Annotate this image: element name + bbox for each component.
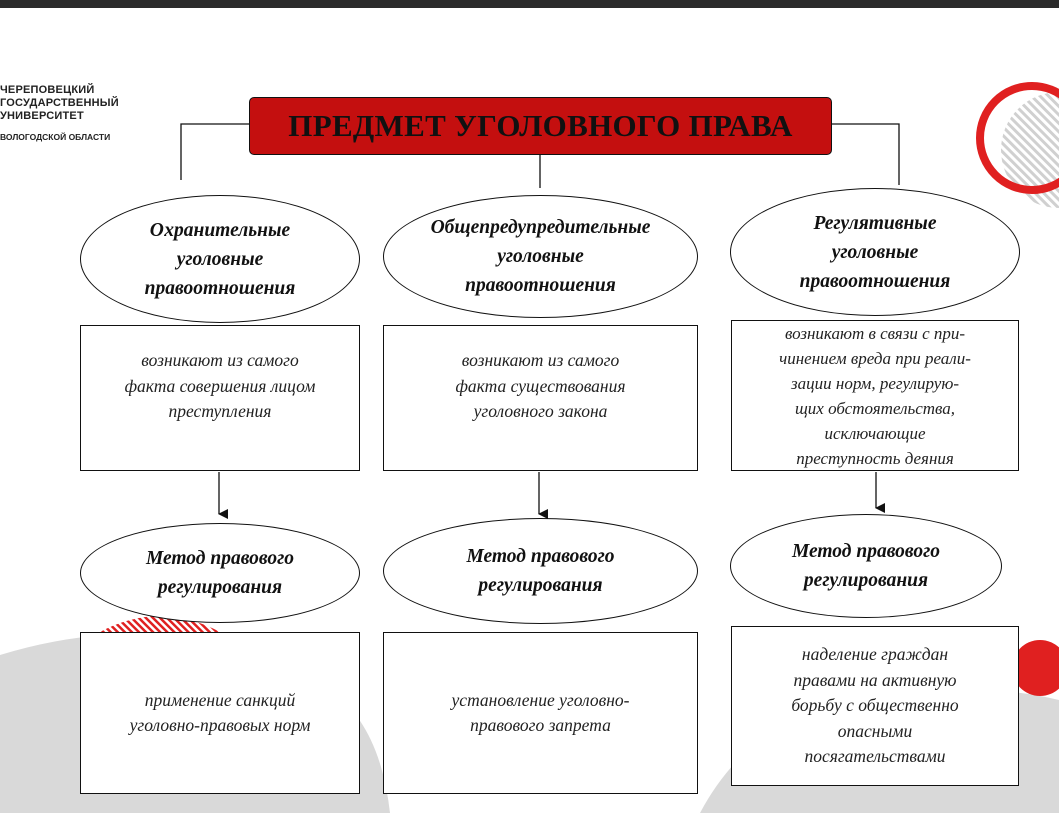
text-line: преступность деяния xyxy=(796,449,954,468)
heading-line: уголовные xyxy=(176,248,264,270)
text-line: опасными xyxy=(837,720,913,741)
connector-left xyxy=(180,123,249,180)
heading-line: Охранительные xyxy=(149,219,291,241)
diagram-title: ПРЕДМЕТ УГОЛОВНОГО ПРАВА xyxy=(249,97,832,155)
method-heading-regulatory: Метод правового регулирования xyxy=(730,514,1002,618)
heading-line: уголовные xyxy=(831,241,919,263)
text-line: чинением вреда при реали- xyxy=(779,349,971,368)
heading-line: правоотношения xyxy=(144,277,296,299)
text-line: исключающие xyxy=(824,424,926,443)
text-line: правами на активную xyxy=(793,669,957,690)
text-line: возникают из самого xyxy=(461,350,620,370)
text-line: применение санкций xyxy=(144,689,296,710)
text-line: щих обстоятельства, xyxy=(794,399,956,418)
logo-line-1: ЧЕРЕПОВЕЦКИЙ xyxy=(0,84,95,96)
top-bar xyxy=(0,0,1059,8)
text-line: посягательствами xyxy=(804,746,946,767)
text-line: уголовно-правовых норм xyxy=(129,715,311,735)
heading-line: Регулятивные xyxy=(813,212,937,234)
text-line: факта совершения лицом xyxy=(124,375,316,396)
heading-line: регулирования xyxy=(478,575,603,596)
method-preventive: установление уголовно- правового запрета xyxy=(383,632,698,794)
method-regulatory: наделение граждан правами на активную бо… xyxy=(731,626,1019,786)
text-line: установление уголовно- xyxy=(451,689,630,710)
heading-line: Метод правового xyxy=(791,541,941,562)
logo-line-3: УНИВЕРСИТЕТ xyxy=(0,110,84,122)
heading-preventive-relations: Общепредупредительные уголовные правоотн… xyxy=(383,195,698,318)
heading-line: регулирования xyxy=(157,577,283,598)
heading-line: уголовные xyxy=(497,246,584,267)
method-heading-preventive: Метод правового регулирования xyxy=(383,518,698,624)
text-line: преступления xyxy=(168,401,272,421)
heading-line: правоотношения xyxy=(465,275,616,296)
text-line: правового запрета xyxy=(470,715,611,735)
logo-line-2: ГОСУДАРСТВЕННЫЙ xyxy=(0,97,119,109)
text-line: наделение граждан xyxy=(801,644,949,665)
heading-line: Метод правового xyxy=(145,548,295,569)
text-line: уголовного закона xyxy=(473,401,608,421)
connector-right xyxy=(832,123,900,185)
heading-protective-relations: Охранительные уголовные правоотношения xyxy=(80,195,360,323)
description-regulatory-relations: возникают в связи с при- чинением вреда … xyxy=(731,320,1019,471)
description-protective-relations: возникают из самого факта совершения лиц… xyxy=(80,325,360,471)
logo-region: ВОЛОГОДСКОЙ ОБЛАСТИ xyxy=(0,132,111,142)
heading-line: правоотношения xyxy=(799,270,951,292)
method-heading-protective: Метод правового регулирования xyxy=(80,523,360,623)
description-preventive-relations: возникают из самого факта существования … xyxy=(383,325,698,471)
text-line: возникают из самого xyxy=(141,350,299,370)
university-logo: ЧЕРЕПОВЕЦКИЙ ГОСУДАРСТВЕННЫЙ УНИВЕРСИТЕТ… xyxy=(0,84,119,142)
heading-line: Метод правового xyxy=(466,546,615,567)
text-line: факта существования xyxy=(455,375,626,396)
text-line: возникают в связи с при- xyxy=(784,324,966,343)
text-line: борьбу с общественно xyxy=(791,695,959,716)
heading-line: Общепредупредительные xyxy=(430,217,651,238)
heading-regulatory-relations: Регулятивные уголовные правоотношения xyxy=(730,188,1020,316)
text-line: зации норм, регулирую- xyxy=(791,374,959,393)
method-protective: применение санкций уголовно-правовых нор… xyxy=(80,632,360,794)
heading-line: регулирования xyxy=(803,570,929,591)
